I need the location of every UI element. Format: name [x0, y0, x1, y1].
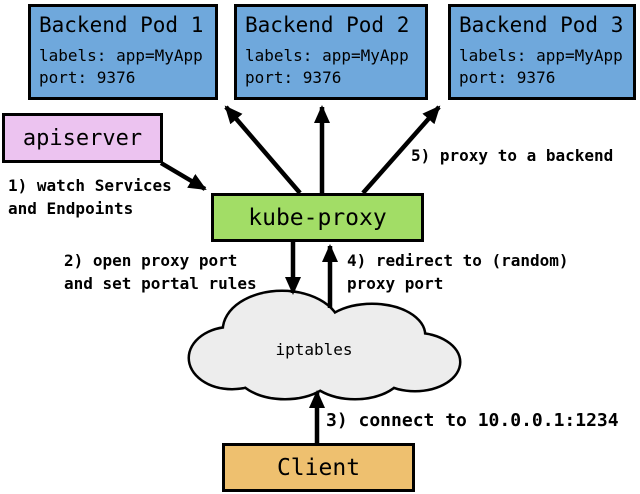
apiserver-label: apiserver [22, 125, 143, 151]
pod-title: Backend Pod 3 [459, 13, 624, 37]
kube-proxy-label: kube-proxy [248, 204, 387, 231]
pod-labels: labels: app=MyApp [245, 46, 409, 65]
pod-port: port: 9376 [245, 68, 342, 87]
iptables-label: iptables [275, 340, 353, 359]
apiserver-node: apiserver [2, 113, 163, 163]
pod-title: Backend Pod 1 [39, 13, 204, 37]
backend-pod-2: Backend Pod 2 labels: app=MyApp port: 93… [234, 4, 428, 100]
arrow-step5-to-pod1 [224, 105, 302, 195]
pod-port: port: 9376 [39, 68, 136, 87]
backend-pod-1: Backend Pod 1 labels: app=MyApp port: 93… [28, 4, 218, 100]
pod-labels: labels: app=MyApp [459, 46, 623, 65]
kube-proxy-node: kube-proxy [211, 193, 424, 242]
iptables-cloud [187, 289, 462, 401]
annotation-step5-proxy-backend: 5) proxy to a backend [411, 146, 614, 165]
backend-pod-3: Backend Pod 3 labels: app=MyApp port: 93… [448, 4, 636, 100]
annotation-step3-connect: 3) connect to 10.0.0.1:1234 [326, 410, 619, 431]
annotation-step2-open-proxy-port: 2) open proxy port and set portal rules [64, 251, 257, 293]
arrow-step5-to-pod3 [361, 105, 441, 195]
pod-title: Backend Pod 2 [245, 13, 410, 37]
pod-port: port: 9376 [459, 68, 556, 87]
arrow-step1-watch [159, 161, 207, 191]
annotation-step4-redirect: 4) redirect to (random) proxy port [347, 251, 569, 293]
annotation-step1-watch-services: 1) watch Services and Endpoints [8, 176, 172, 218]
pod-labels: labels: app=MyApp [39, 46, 203, 65]
client-node: Client [222, 443, 415, 492]
client-label: Client [276, 454, 361, 481]
